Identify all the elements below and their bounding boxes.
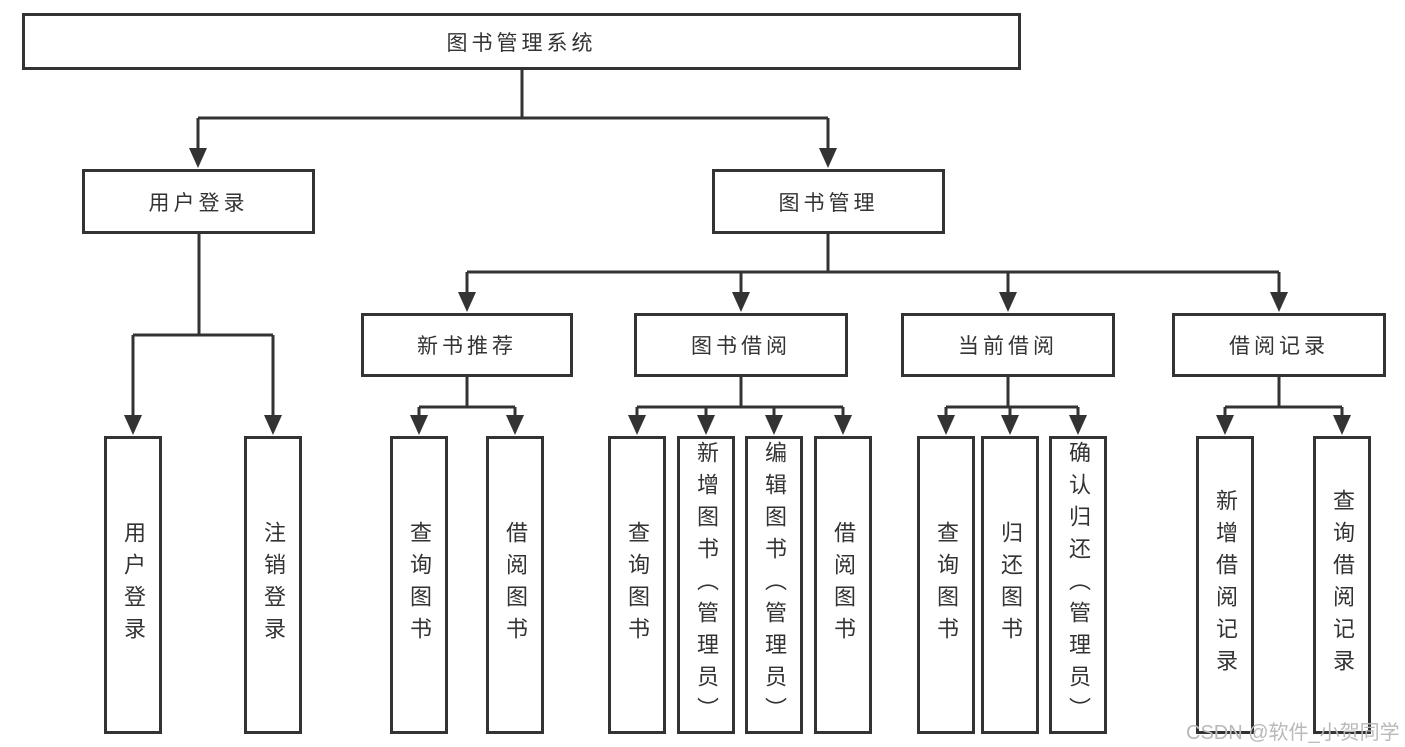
leaf-label: 查询图书 [934,521,959,649]
leaf-label: 查询图书 [625,521,650,649]
csdn-watermark: CSDN @软件_小贺同学 [1186,722,1400,744]
node-label: 借阅记录 [1229,335,1329,358]
leaf-label: 新增借阅记录 [1213,489,1238,681]
node-label: 图书管理系统 [446,31,597,55]
leaf-label: 用户登录 [121,521,146,649]
leaf-user-login: 用户登录 [104,436,162,734]
leaf-edit-book-admin: 编辑图书（管理员） [745,436,803,734]
node-book-borrow: 图书借阅 [634,313,848,377]
leaf-query-books-borrow: 查询图书 [608,436,666,734]
leaf-add-book-admin: 新增图书（管理员） [677,436,735,734]
node-label: 图书管理 [778,191,879,215]
leaf-confirm-return-admin: 确认归还（管理员） [1049,436,1107,734]
leaf-query-books-current: 查询图书 [917,436,975,734]
node-label: 当前借阅 [958,335,1058,358]
leaf-label: 归还图书 [998,521,1023,649]
leaf-borrow-books-recommend: 借阅图书 [486,436,544,734]
leaf-label: 查询借阅记录 [1330,489,1355,681]
node-new-book-recommend: 新书推荐 [361,313,573,377]
node-borrow-records: 借阅记录 [1172,313,1386,377]
leaf-label: 确认归还（管理员） [1066,441,1091,729]
leaf-label: 注销登录 [261,521,286,649]
leaf-add-borrow-record: 新增借阅记录 [1196,436,1254,734]
node-label: 图书借阅 [691,335,791,358]
leaf-label: 借阅图书 [503,521,528,649]
leaf-label: 编辑图书（管理员） [762,441,787,729]
leaf-label: 新增图书（管理员） [694,441,719,729]
leaf-label: 借阅图书 [831,521,856,649]
leaf-return-book: 归还图书 [981,436,1039,734]
leaf-query-borrow-record: 查询借阅记录 [1313,436,1371,734]
node-label: 用户登录 [148,191,249,215]
node-user-login: 用户登录 [82,169,315,234]
leaf-query-books-recommend: 查询图书 [390,436,448,734]
leaf-borrow-books: 借阅图书 [814,436,872,734]
node-current-borrow: 当前借阅 [901,313,1115,377]
leaf-label: 查询图书 [407,521,432,649]
node-book-management: 图书管理 [712,169,945,234]
leaf-logout: 注销登录 [244,436,302,734]
node-library-management-system: 图书管理系统 [22,13,1021,70]
node-label: 新书推荐 [417,335,517,358]
